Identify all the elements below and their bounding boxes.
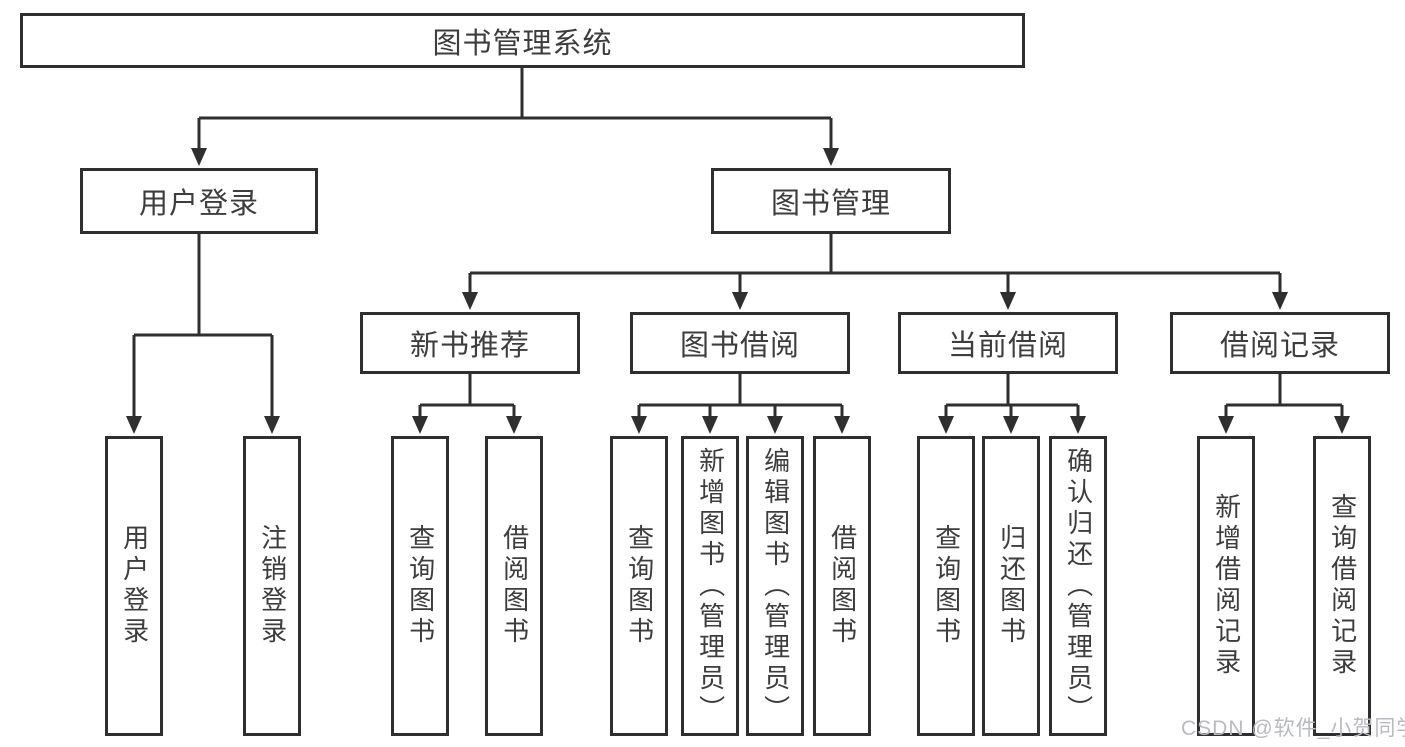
node-label: 新书推荐	[409, 330, 530, 362]
node-user-login: 用户登录	[80, 168, 318, 234]
node-label: 编辑图书（管理员）	[760, 446, 791, 726]
node-book-management: 图书管理	[711, 168, 951, 234]
node-label: 查询图书	[405, 524, 436, 648]
node-label: 查询借阅记录	[1327, 493, 1358, 679]
leaf-current-query-book: 查询图书	[917, 436, 975, 736]
node-label: 借阅记录	[1219, 330, 1340, 362]
watermark: CSDN @软件_小贺同学	[1181, 717, 1405, 740]
node-borrowing-records: 借阅记录	[1170, 312, 1390, 374]
leaf-borrow-query-book: 查询图书	[610, 436, 668, 736]
node-label: 图书管理系统	[432, 27, 613, 60]
node-label: 新增图书（管理员）	[695, 446, 726, 726]
leaf-current-return-book: 归还图书	[982, 436, 1040, 736]
node-label: 确认归还（管理员）	[1063, 446, 1094, 726]
node-label: 图书管理	[770, 188, 891, 220]
node-label: 归还图书	[996, 524, 1027, 648]
node-label: 查询图书	[931, 524, 962, 648]
node-label: 新增借阅记录	[1211, 493, 1242, 679]
connector-shafts	[132, 68, 1344, 418]
node-label: 借阅图书	[827, 524, 858, 648]
node-label: 查询图书	[624, 524, 655, 648]
node-label: 图书借阅	[679, 330, 800, 362]
node-label: 当前借阅	[947, 330, 1068, 362]
leaf-logout: 注销登录	[243, 436, 301, 736]
node-label: 用户登录	[138, 188, 259, 220]
leaf-newrec-query-book: 查询图书	[391, 436, 449, 736]
node-library-management-system: 图书管理系统	[20, 13, 1025, 68]
leaf-newrec-borrow-book: 借阅图书	[485, 436, 543, 736]
node-label: 用户登录	[119, 524, 150, 648]
leaf-borrow-edit-book-admin: 编辑图书（管理员）	[746, 436, 804, 736]
leaf-borrow-add-book-admin: 新增图书（管理员）	[681, 436, 739, 736]
node-current-borrowing: 当前借阅	[898, 312, 1118, 374]
node-label: 借阅图书	[499, 524, 530, 648]
node-label: 注销登录	[257, 524, 288, 648]
node-book-borrowing: 图书借阅	[630, 312, 850, 374]
leaf-current-confirm-return-admin: 确认归还（管理员）	[1049, 436, 1107, 736]
leaf-borrow-borrow-book: 借阅图书	[813, 436, 871, 736]
node-new-book-recommend: 新书推荐	[360, 312, 580, 374]
leaf-user-login: 用户登录	[105, 436, 163, 736]
leaf-records-add-record: 新增借阅记录	[1197, 436, 1255, 736]
leaf-records-query-record: 查询借阅记录	[1313, 436, 1371, 736]
